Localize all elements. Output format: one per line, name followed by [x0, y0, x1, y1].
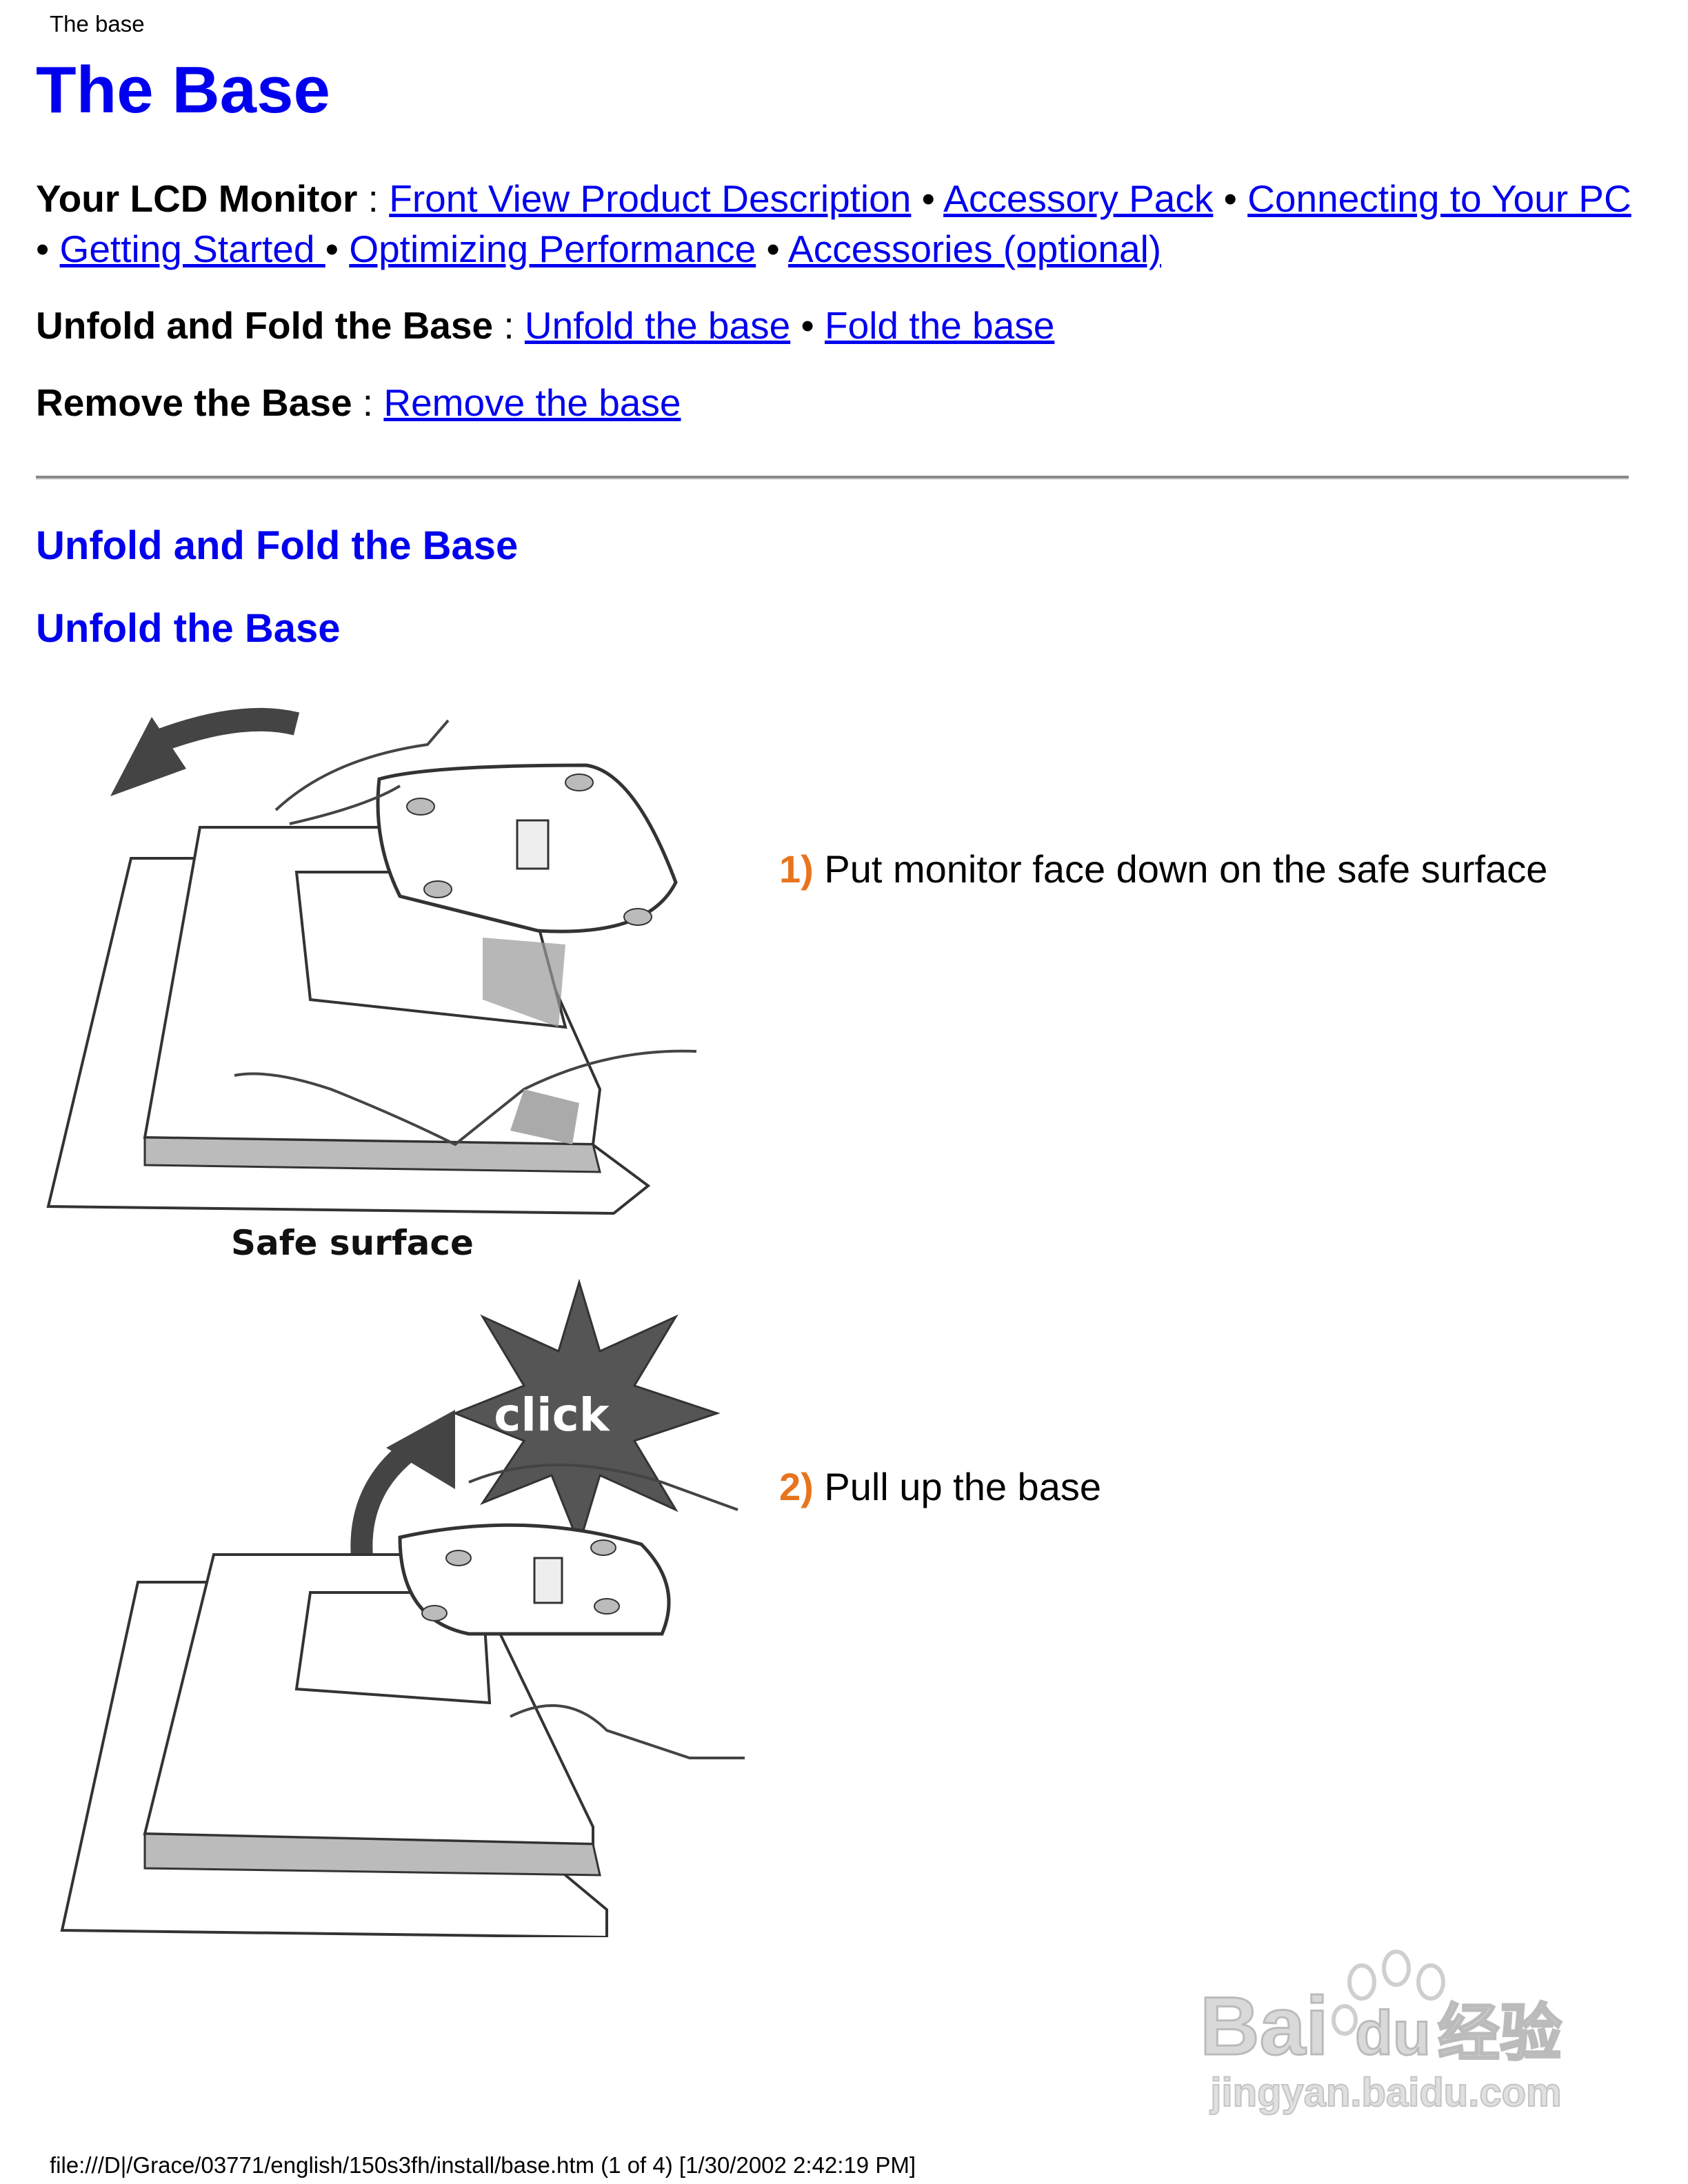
nav-bullet: • [1213, 177, 1248, 220]
monitor-edge [143, 1136, 601, 1173]
link-accessories-optional[interactable]: Accessories (optional) [788, 228, 1162, 270]
baidu-watermark-logo: Bai du 经验 jingyan.baidu.com [1199, 1950, 1563, 2116]
base-hinge [533, 1557, 563, 1604]
arrow-head-icon [386, 1410, 455, 1489]
nav-separator: : [357, 177, 390, 220]
right-hand [510, 1704, 745, 1759]
step-1: 1) Put monitor face down on the safe sur… [779, 847, 1547, 891]
watermark-brand: Bai [1200, 1980, 1329, 2072]
left-hand [468, 1464, 738, 1511]
nav-fold-base: Unfold and Fold the Base : Unfold the ba… [36, 301, 1642, 351]
step-text: Pull up the base [813, 1465, 1101, 1508]
link-getting-started[interactable]: Getting Started [59, 228, 325, 270]
base-foot [594, 1598, 620, 1615]
base-foot [423, 880, 452, 898]
base-foot [623, 908, 652, 926]
subsection-heading-unfold: Unfold the Base [36, 606, 341, 651]
link-accessory-pack[interactable]: Accessory Pack [943, 177, 1214, 220]
nav-bullet: • [36, 228, 60, 270]
link-unfold-base[interactable]: Unfold the base [524, 304, 791, 347]
step-number: 1) [779, 847, 814, 891]
step-2: 2) Pull up the base [779, 1464, 1101, 1509]
nav-separator: : [493, 304, 525, 347]
base-foot [590, 1539, 616, 1556]
figure-monitor-face-down: Safe surface [46, 707, 697, 1263]
click-label: click [494, 1388, 610, 1442]
base-foot [406, 798, 435, 816]
rotate-arrow-icon [154, 707, 300, 752]
base-foot [565, 774, 594, 791]
monitor-edge [143, 1832, 601, 1877]
nav-remove-base: Remove the Base : Remove the base [36, 378, 1642, 428]
base-foot [445, 1550, 472, 1566]
arrow-head-icon [110, 717, 186, 796]
left-hand [274, 719, 450, 825]
nav-bullet: • [756, 228, 789, 270]
section-heading-unfold-fold: Unfold and Fold the Base [36, 523, 519, 568]
watermark-url: jingyan.baidu.com [1209, 2070, 1561, 2115]
link-optimizing-performance[interactable]: Optimizing Performance [349, 228, 756, 270]
shadow [510, 1089, 579, 1144]
base-foot [421, 1605, 448, 1621]
nav-lcd-monitor: Your LCD Monitor : Front View Product De… [36, 174, 1642, 274]
nav-bullet: • [911, 177, 944, 220]
page-title: The Base [36, 53, 330, 127]
nav-bullet: • [790, 304, 825, 347]
nav-separator: : [352, 381, 384, 424]
shadow [483, 938, 565, 1027]
step-number: 2) [779, 1465, 814, 1508]
figure-caption-safe-surface: Safe surface [231, 1223, 474, 1263]
nav-remove-label: Remove the Base [36, 381, 352, 424]
nav-lcd-label: Your LCD Monitor [36, 177, 358, 220]
link-front-view[interactable]: Front View Product Description [389, 177, 912, 220]
right-hand [234, 1049, 697, 1146]
watermark-cn: 经验 [1438, 1997, 1562, 2070]
footer-file-path: file:///D|/Grace/03771/english/150s3fh/i… [50, 2152, 916, 2178]
watermark-brand-du: du [1355, 1999, 1431, 2068]
nav-fold-label: Unfold and Fold the Base [36, 304, 494, 347]
browser-page-title: The base [50, 11, 145, 37]
link-remove-base[interactable]: Remove the base [383, 381, 681, 424]
figure-pull-up-base: click [60, 1278, 745, 1937]
link-connecting-pc[interactable]: Connecting to Your PC [1247, 177, 1631, 220]
nav-bullet: • [325, 228, 350, 270]
base-hinge [516, 819, 550, 870]
link-fold-base[interactable]: Fold the base [825, 304, 1055, 347]
step-text: Put monitor face down on the safe surfac… [813, 847, 1548, 891]
horizontal-rule [36, 476, 1629, 480]
